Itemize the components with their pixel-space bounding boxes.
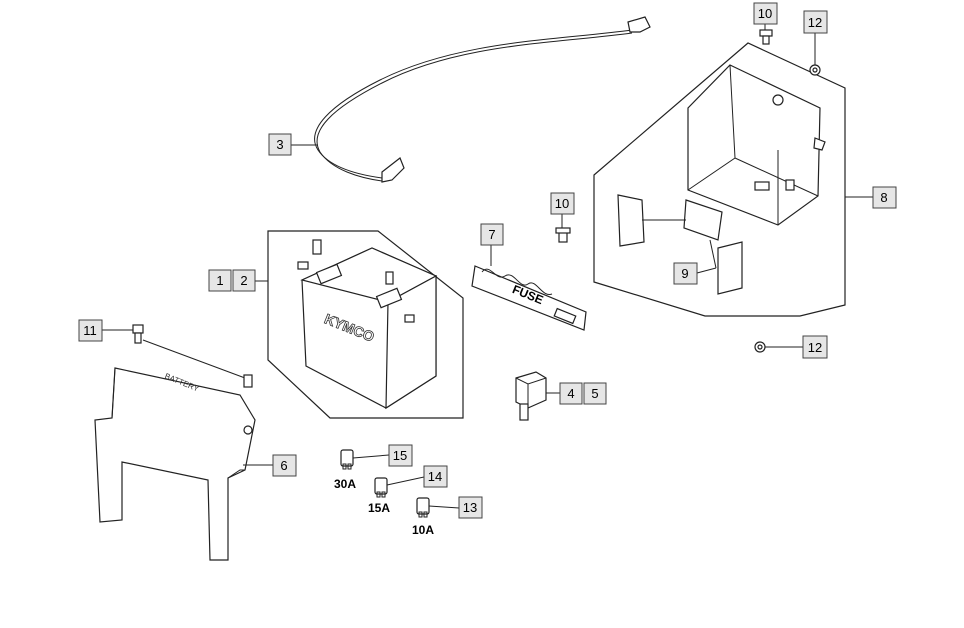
screw-10-top [759,29,773,45]
callout-11[interactable]: 11 [78,319,103,342]
callout-4[interactable]: 4 [559,382,583,405]
svg-text:9: 9 [681,266,688,281]
callout-2[interactable]: 2 [232,269,256,292]
svg-text:15: 15 [393,448,407,463]
svg-text:12: 12 [808,15,822,30]
callout-8[interactable]: 8 [872,186,897,209]
fuse-30a: 30A [334,449,356,491]
svg-text:8: 8 [880,190,887,205]
nut-12-bottom [754,341,766,353]
battery-cover: BATTERY [94,367,256,561]
callout-14[interactable]: 14 [423,465,448,488]
fuse-10a-label: 10A [412,523,434,537]
callout-3[interactable]: 3 [268,133,292,156]
callout-13[interactable]: 13 [458,496,483,519]
callout-15[interactable]: 15 [388,444,413,467]
svg-text:14: 14 [428,469,442,484]
callout-12-bottom[interactable]: 12 [802,335,828,359]
rubber-pads [617,194,743,295]
battery-bolt-right [385,271,415,323]
callout-10-middle[interactable]: 10 [550,192,575,215]
svg-text:6: 6 [280,458,287,473]
svg-text:1: 1 [216,273,223,288]
fuse-15a-label: 15A [368,501,390,515]
battery-group-outline [267,230,464,419]
battery-cable [314,16,651,183]
battery-box [687,64,826,226]
svg-text:10: 10 [758,6,772,21]
fuse-10a: 10A [412,497,434,537]
screw-11 [132,324,253,388]
fuse-30a-label: 30A [334,477,356,491]
svg-text:12: 12 [808,340,822,355]
nut-12-top [809,64,821,76]
svg-text:5: 5 [591,386,598,401]
leader-lines [102,23,873,509]
svg-text:3: 3 [276,137,283,152]
callout-10-top[interactable]: 10 [753,2,778,25]
callout-12-top[interactable]: 12 [803,10,828,34]
battery: KYMCO [300,247,438,410]
svg-text:7: 7 [488,227,495,242]
svg-text:11: 11 [83,323,97,338]
svg-text:4: 4 [567,386,574,401]
callout-1[interactable]: 1 [208,269,232,292]
fuse-plate: FUSE [471,265,587,331]
battery-box-outline [593,42,846,317]
starter-relay [515,371,547,421]
svg-text:10: 10 [555,196,569,211]
callout-9[interactable]: 9 [673,262,698,285]
callout-7[interactable]: 7 [480,223,504,246]
screw-10-middle [555,227,571,243]
battery-bolt-left [297,239,322,270]
callout-5[interactable]: 5 [583,382,607,405]
svg-text:13: 13 [463,500,477,515]
svg-text:2: 2 [240,273,247,288]
callout-6[interactable]: 6 [272,454,297,477]
fuse-15a: 15A [368,477,390,515]
